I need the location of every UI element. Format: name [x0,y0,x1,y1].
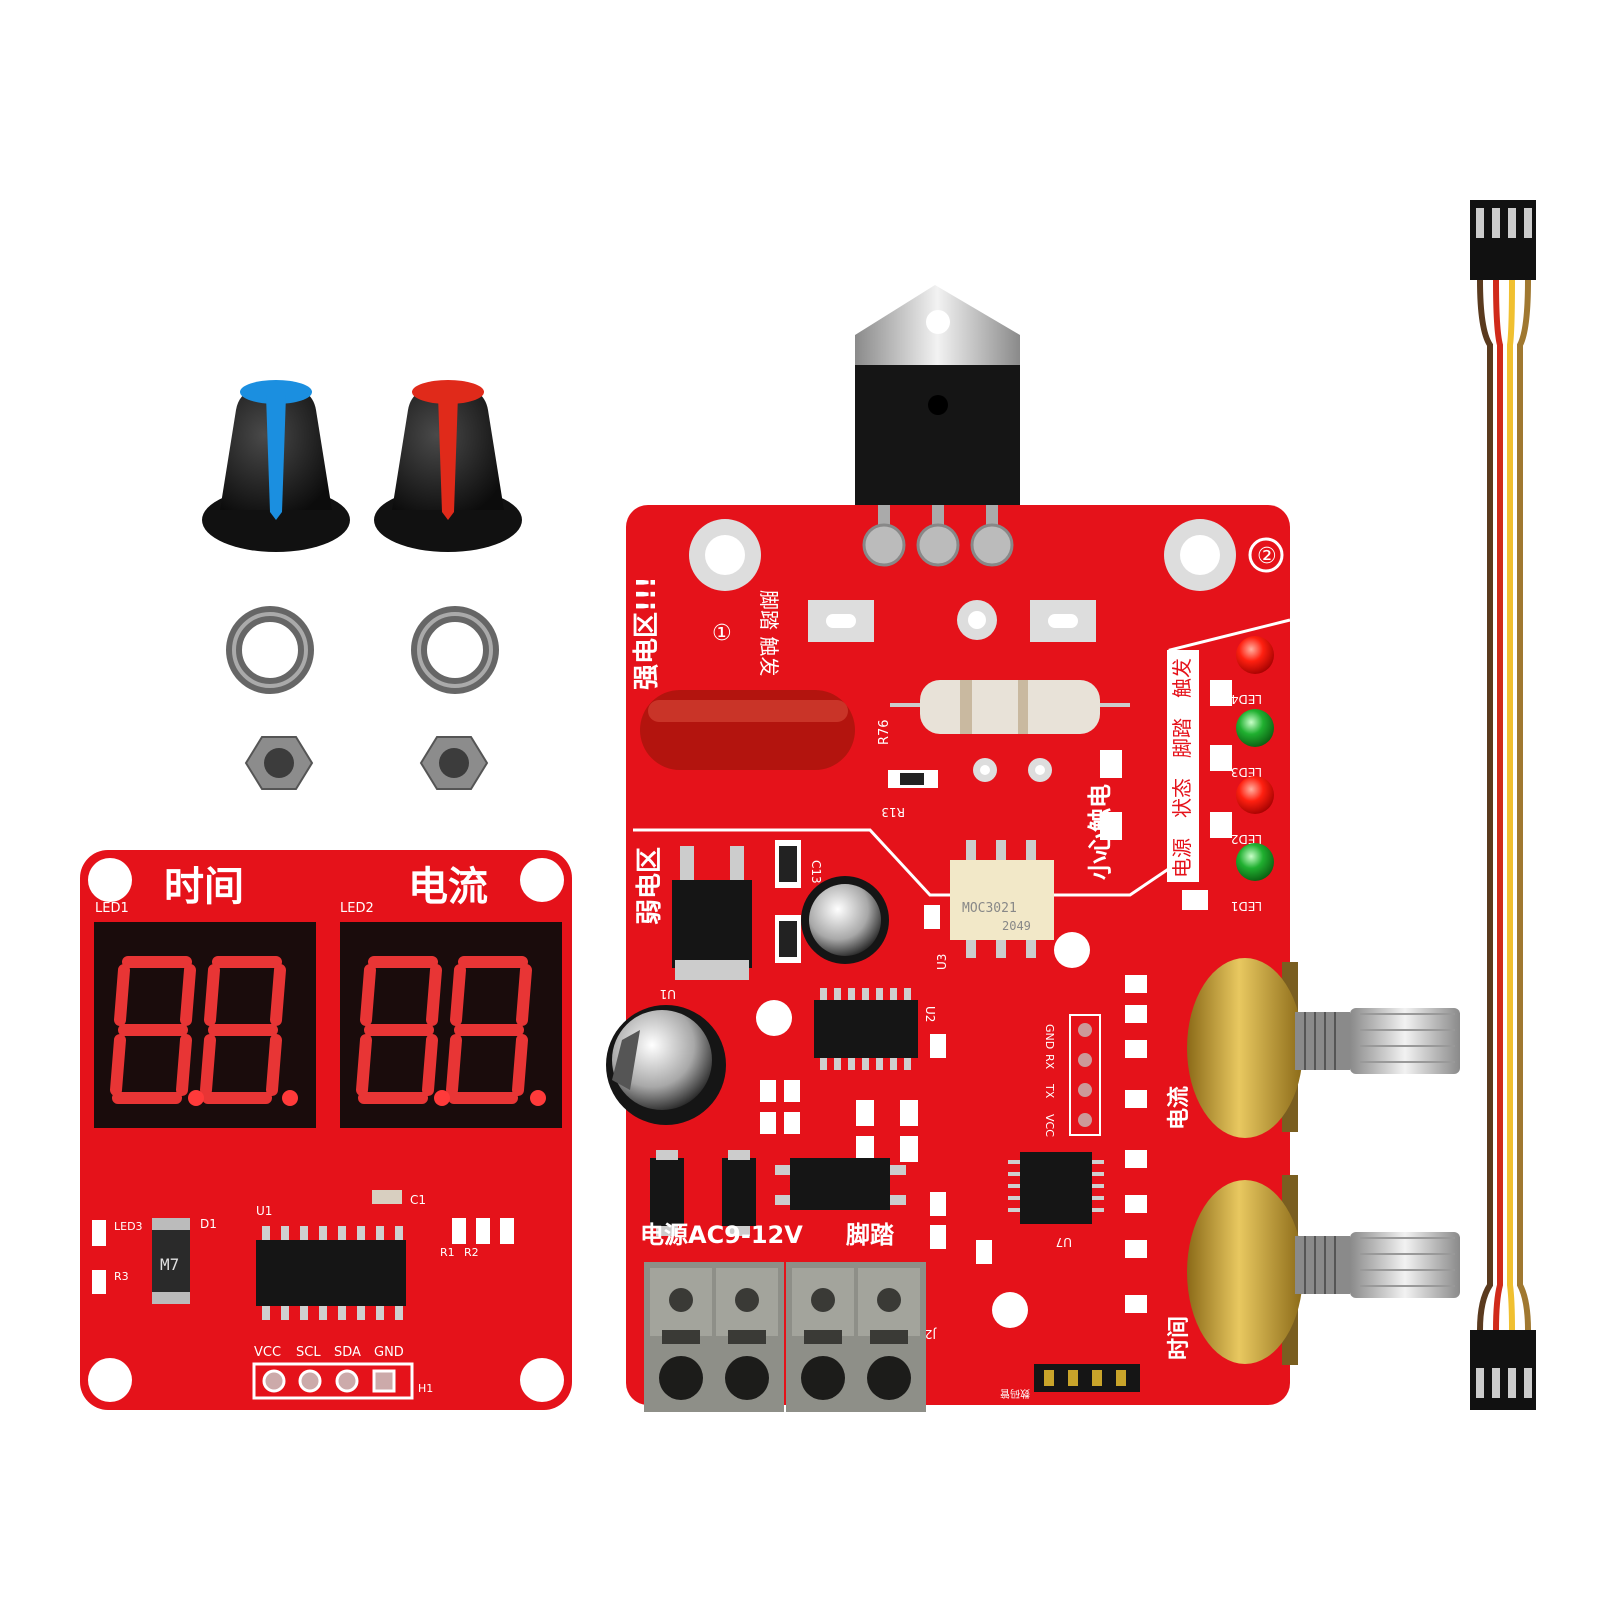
svg-text:脚踏: 脚踏 [1170,718,1194,758]
optocoupler-small [775,1158,906,1210]
terminal-block-power [644,1262,784,1412]
r3-label: R3 [114,1270,129,1283]
svg-text:LED1: LED1 [1231,899,1262,913]
svg-text:SDA: SDA [334,1345,361,1360]
display-pin-labels: VCC SCL SDA GND [254,1345,404,1360]
svg-text:GND: GND [1033,1407,1056,1418]
display-title-current: 电流 [408,864,488,910]
svg-text:R13: R13 [881,805,905,819]
svg-text:M7: M7 [160,1255,179,1274]
svg-text:SDA: SDA [1059,1407,1080,1418]
svg-text:MOC3021: MOC3021 [962,901,1017,916]
svg-text:SCL: SCL [1085,1407,1104,1418]
svg-text:状态: 状态 [1170,778,1194,818]
h1-label: H1 [418,1382,433,1395]
svg-text:U7: U7 [1056,1235,1072,1249]
d1-label: D1 [200,1217,217,1231]
svg-text:2049: 2049 [1002,919,1031,933]
svg-text:LED2: LED2 [1231,832,1262,846]
ic-u2 [814,988,918,1070]
triac-to220 [855,285,1020,567]
svg-text:LED4: LED4 [1231,692,1262,706]
pedal-trigger-label: 脚踏 触发 [757,590,781,676]
nut-left [244,736,314,790]
r2-label: R2 [464,1246,479,1259]
potentiometer-time [1187,1175,1460,1365]
control-board: ② 强电区!!! 弱电区 ① 脚踏 触发 [606,285,1460,1418]
optocoupler-moc3021: MOC3021 2049 [950,840,1054,958]
strong-zone-label: 强电区!!! [632,576,662,690]
svg-text:触发: 触发 [1170,658,1194,698]
seven-segment-display-time [94,922,316,1128]
potentiometer-current [1187,958,1460,1138]
regulator-u1 [672,846,752,980]
uart-header: GND RX TX VCC [1043,1014,1101,1137]
led1-green [1236,843,1274,881]
pot-time-label: 时间 [1167,1316,1192,1360]
led4-red [1236,636,1274,674]
led2-red [1236,776,1274,814]
svg-text:TX: TX [1043,1083,1056,1099]
display-header-pads [252,1362,414,1400]
u1-label: U1 [256,1204,272,1218]
led1-label: LED1 [95,901,129,916]
knob-blue [202,380,350,552]
electrolytic-capacitor-small [606,1005,726,1125]
svg-text:LED3: LED3 [1231,765,1262,779]
svg-text:U2: U2 [923,1006,937,1022]
power-resistor-r76 [890,680,1130,734]
circle-1-label: ① [712,621,732,646]
dupont-cable [1470,200,1536,1410]
electrolytic-capacitor-large [801,876,889,964]
display-title-time: 时间 [164,864,244,910]
svg-text:GND: GND [1043,1024,1056,1049]
power-input-label: 电源AC9-12V [640,1221,803,1249]
weak-zone-label: 弱电区 [635,847,665,925]
washer-left [226,606,314,694]
x2-capacitor [640,690,855,770]
seven-segment-display-current [340,922,562,1128]
svg-text:电源: 电源 [1170,838,1194,878]
right-smd-column [1125,975,1147,1313]
knob-red [374,380,522,552]
nut-right [419,736,489,790]
display-board: 时间 电流 LED1 LED2 [80,850,572,1410]
svg-text:GND: GND [374,1345,404,1360]
bottom-display-header: VCC SCL SDA GND 数码管 [1000,1364,1140,1418]
svg-text:U3: U3 [935,954,949,970]
washer-right [411,606,499,694]
svg-text:数码管: 数码管 [1000,1387,1030,1400]
mcu-u7 [1008,1152,1104,1224]
svg-text:RX: RX [1043,1054,1056,1070]
terminal-block-pedal [786,1262,926,1412]
svg-text:SCL: SCL [296,1345,321,1360]
status-panel: 电源 状态 脚踏 触发 [1167,650,1199,882]
r1-label: R1 [440,1246,455,1259]
svg-text:U1: U1 [660,987,676,1001]
svg-text:VCC: VCC [1107,1407,1128,1418]
svg-text:J2: J2 [925,1327,937,1341]
svg-text:R76: R76 [877,719,892,745]
svg-text:C13: C13 [809,860,823,884]
pot-current-label: 电流 [1166,1086,1192,1130]
ic-u1 [256,1226,406,1320]
smd-components [760,1080,992,1264]
led3-green [1236,709,1274,747]
circle-2-label: ② [1257,544,1277,569]
svg-text:VCC: VCC [1043,1114,1056,1137]
diode-d1: M7 [152,1218,190,1304]
led2-label: LED2 [340,901,374,916]
svg-text:VCC: VCC [254,1345,281,1360]
c1-label: C1 [410,1193,426,1207]
pedal-input-label: 脚踏 [846,1221,895,1249]
led3-label: LED3 [114,1220,143,1233]
